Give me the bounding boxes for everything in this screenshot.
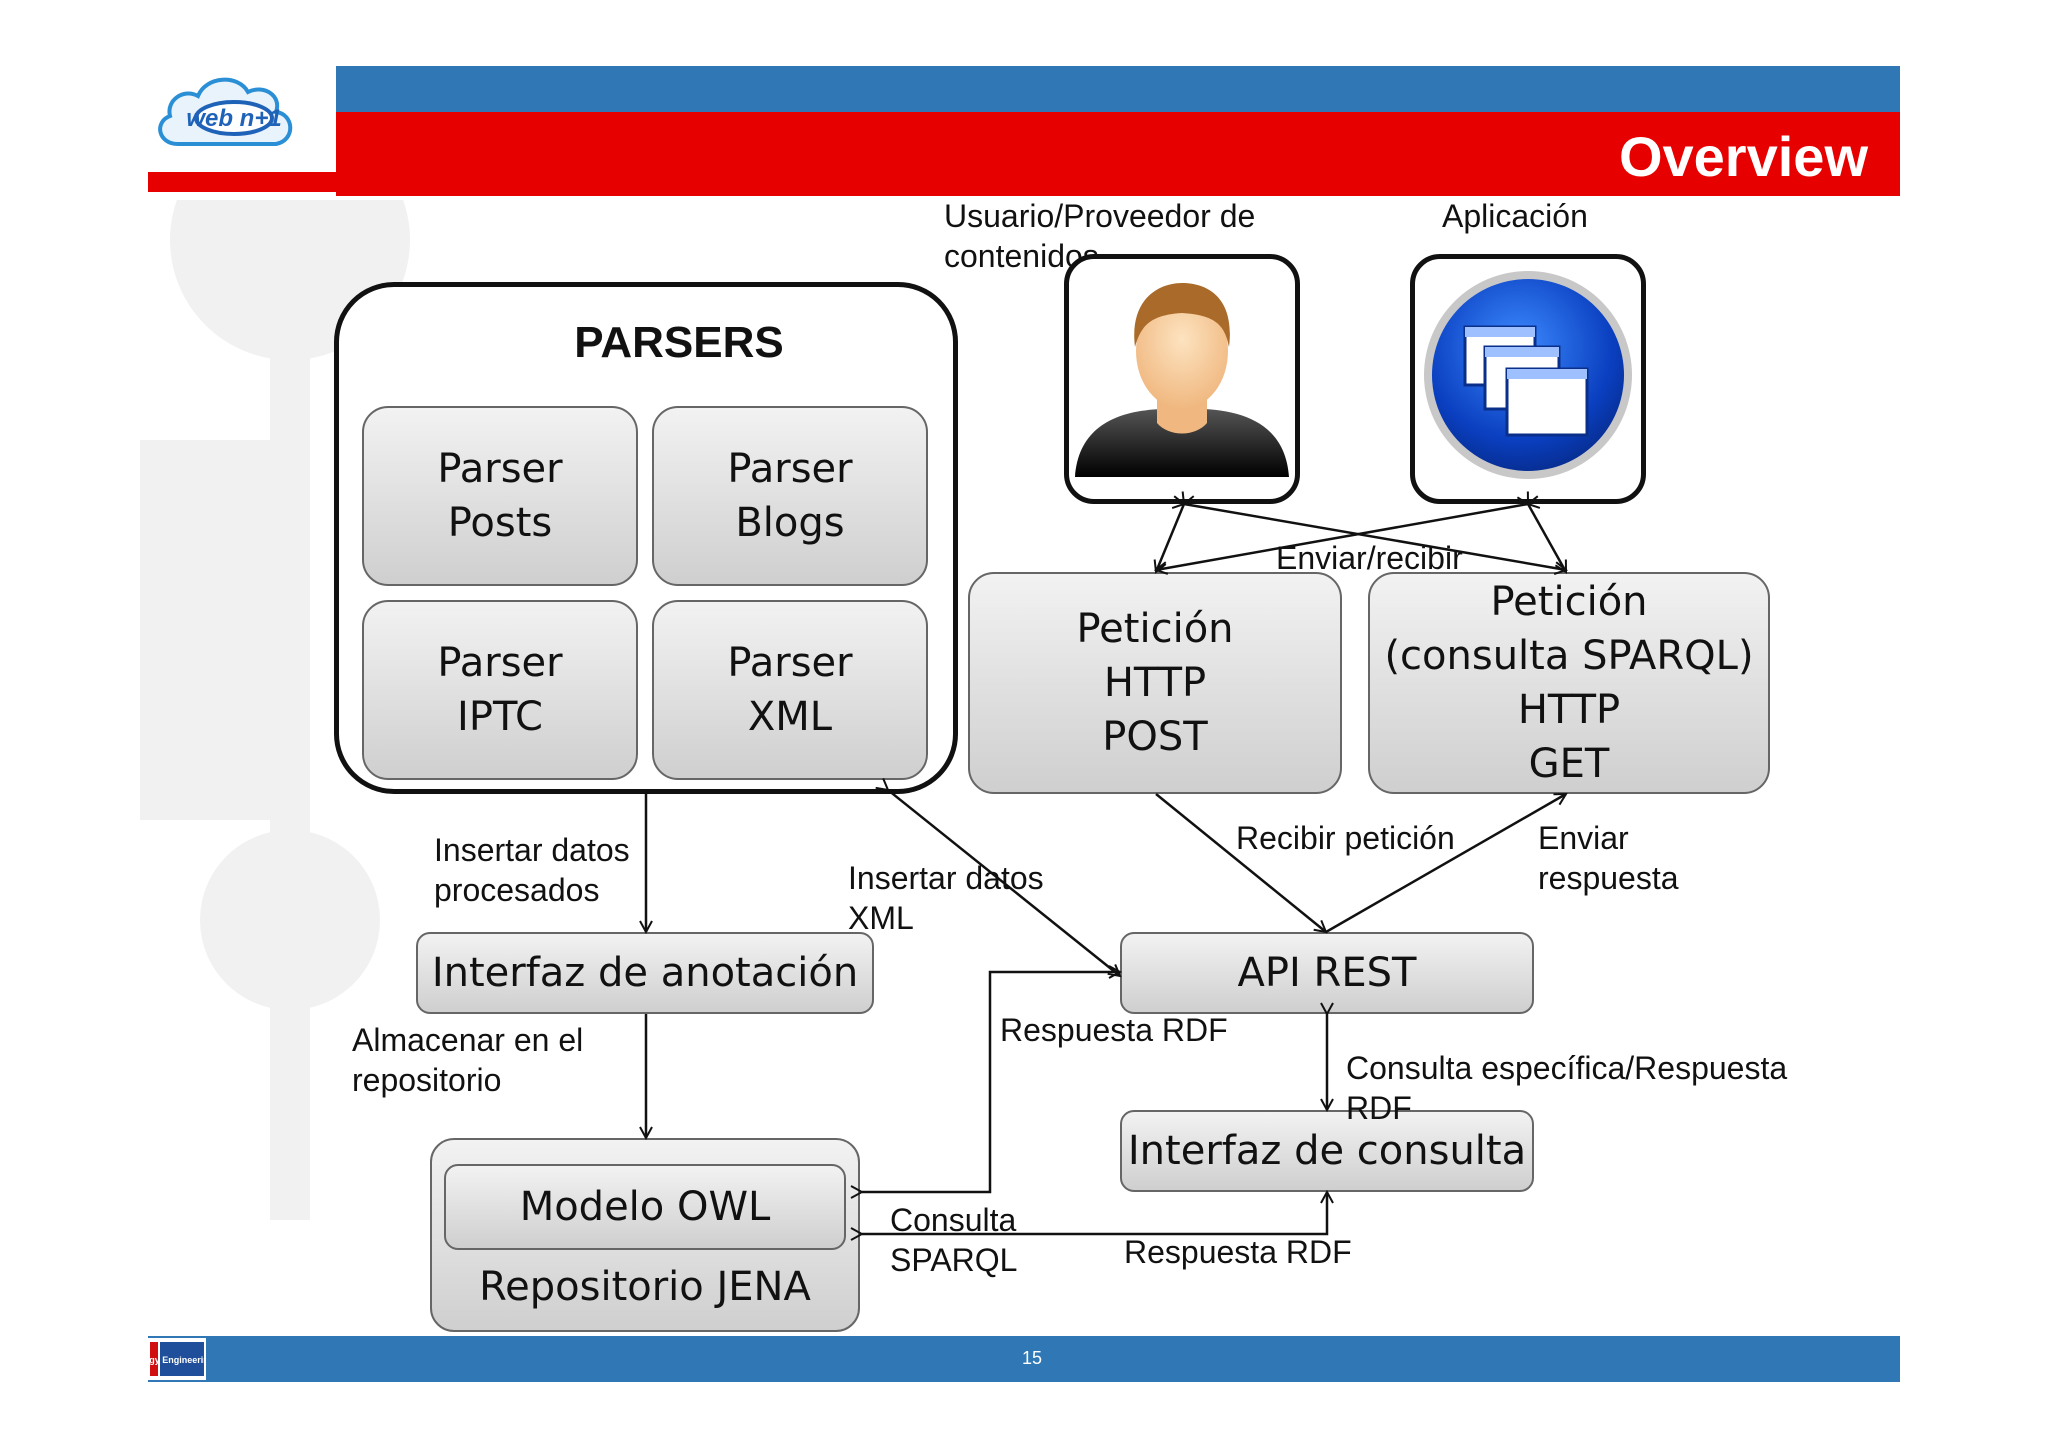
user-avatar-icon <box>1075 283 1289 477</box>
send-response-label: Enviar respuesta <box>1538 820 1679 896</box>
application-label: Aplicación <box>1442 198 1588 234</box>
parsers-title: PARSERS <box>574 318 784 367</box>
arrow-api-to-get <box>1325 792 1566 934</box>
send-receive-label: Enviar/recibir <box>1276 540 1463 576</box>
oeg-logo: Ontology Engineering Group <box>120 1338 244 1380</box>
header-blue-bar <box>336 66 1900 112</box>
application-windows-icon <box>1424 271 1632 479</box>
insert-processed-label: Insertar datos procesados <box>434 832 630 908</box>
user-provider-label: Usuario/Proveedor de contenidos <box>944 198 1256 274</box>
arrow-app-to-post <box>1156 504 1528 570</box>
insert-xml-label: Insertar datos XML <box>848 860 1044 936</box>
store-repository-label: Almacenar en el repositorio <box>352 1022 584 1098</box>
background-decoration <box>140 200 410 1220</box>
arrow-app-to-get <box>1528 504 1568 572</box>
webn1-logo: web n+1 <box>148 66 338 172</box>
http-get-sparql-request-box: Petición (consulta SPARQL) HTTP GET <box>1368 572 1770 794</box>
user-icon-frame <box>1064 254 1300 504</box>
slide-title: Overview <box>1618 125 1868 188</box>
header-red-underline <box>148 172 688 192</box>
rdf-response-label-1: Respuesta RDF <box>1000 1012 1228 1048</box>
logo-text: web n+1 <box>186 105 281 132</box>
arrow-parsers-api <box>888 790 1120 976</box>
parser-blogs-box: Parser Blogs <box>652 406 928 586</box>
http-post-request-box: Petición HTTP POST <box>968 572 1342 794</box>
query-interface-box: Interfaz de consulta <box>1120 1110 1534 1192</box>
arrow-api-repo-rdf <box>862 972 1120 1192</box>
page-number: 15 <box>1021 1348 1043 1368</box>
cloud-logo-icon: web n+1 <box>158 77 293 146</box>
oeg-logo-icon: Ontology Engineering Group <box>120 1342 244 1376</box>
specific-query-label: Consulta específica/Respuesta RDF <box>1346 1050 1788 1126</box>
sparql-query-label: Consulta SPARQL <box>890 1202 1018 1278</box>
annotation-interface-box: Interfaz de anotación <box>416 932 874 1014</box>
owl-model-box: Modelo OWL <box>444 1164 846 1250</box>
receive-request-label: Recibir petición <box>1236 820 1455 856</box>
arrow-repo-query-interface <box>862 1192 1327 1234</box>
parser-posts-box: Parser Posts <box>362 406 638 586</box>
jena-repository-label: Repositorio JENA <box>479 1264 811 1310</box>
arrow-post-to-api <box>1155 793 1326 932</box>
footer-bar <box>148 1336 1900 1382</box>
oeg-logo-text: Ontology Engineering Group <box>148 1355 206 1365</box>
parser-iptc-box: Parser IPTC <box>362 600 638 780</box>
parser-xml-box: Parser XML <box>652 600 928 780</box>
rdf-response-label-2: Respuesta RDF <box>1124 1234 1352 1270</box>
arrow-user-to-post <box>1156 504 1184 572</box>
